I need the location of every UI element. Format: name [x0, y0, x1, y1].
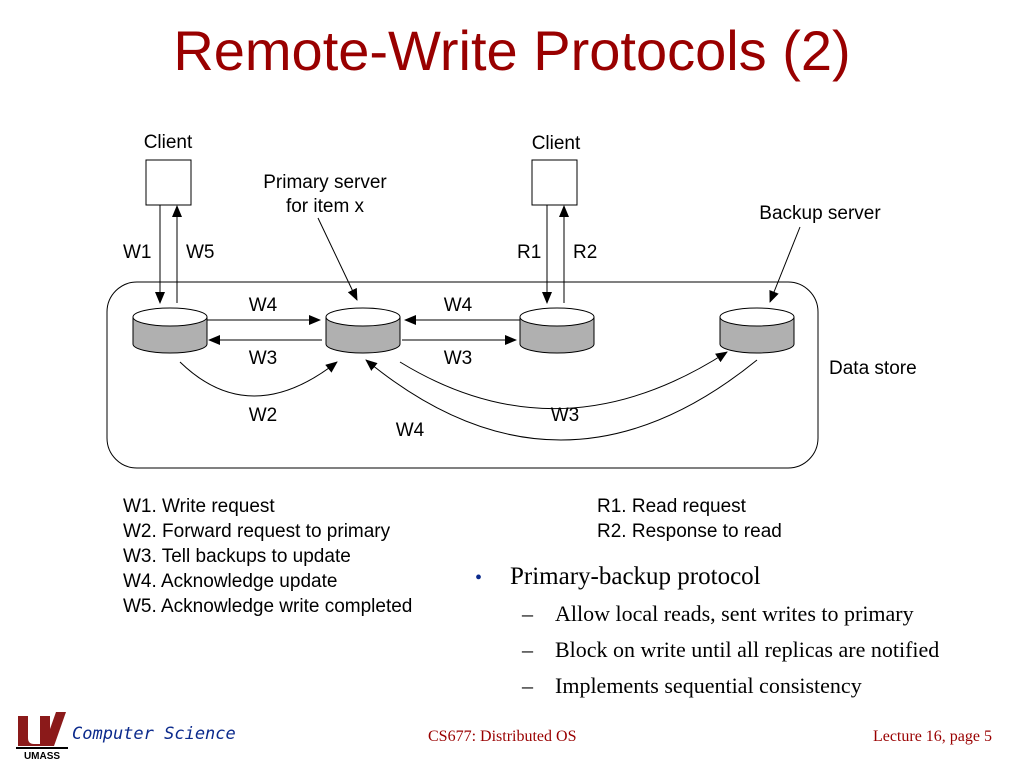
bullet-sub: – Block on write until all replicas are … — [522, 637, 939, 663]
client-left-box — [145, 159, 192, 206]
data-store-boundary — [106, 281, 819, 469]
footer-department: Computer Science — [72, 724, 236, 744]
logo-text: UMASS — [24, 751, 60, 762]
bullet-main: • Primary-backup protocol — [475, 563, 939, 591]
edge-label-w4-left: W4 — [249, 295, 278, 316]
bullet-list: • Primary-backup protocol – Allow local … — [475, 563, 939, 699]
edge-label-w1: W1 — [123, 242, 152, 263]
client-left-label: Client — [144, 132, 193, 153]
bullet-sub-text: Allow local reads, sent writes to primar… — [555, 601, 914, 626]
edge-label-r1: R1 — [517, 242, 541, 263]
footer-page-number: Lecture 16, page 5 — [872, 728, 992, 745]
bullet-sub-text: Implements sequential consistency — [555, 673, 862, 698]
arrow-w3-far — [399, 351, 728, 409]
primary-server-label-2: for item x — [286, 196, 365, 217]
edge-label-w4-right: W4 — [444, 295, 473, 316]
client-right-label: Client — [532, 133, 581, 154]
edge-label-w5: W5 — [186, 242, 215, 263]
arrow-w4-far — [365, 359, 758, 441]
data-store-label: Data store — [829, 358, 917, 379]
write-legend: W1. Write request W2. Forward request to… — [123, 494, 412, 619]
arrow-w2 — [179, 361, 338, 397]
bullet-sub: – Allow local reads, sent writes to prim… — [522, 601, 939, 627]
bullet-main-text: Primary-backup protocol — [510, 563, 761, 590]
protocol-diagram: Client Client Primary server for item x … — [106, 132, 917, 469]
legend-item: W1. Write request — [123, 496, 275, 517]
sub-bullet-marker: – — [522, 601, 533, 626]
edge-label-w4-far: W4 — [396, 420, 425, 441]
database-icon-left — [132, 307, 208, 354]
backup-pointer — [769, 226, 801, 303]
edge-label-w3-far: W3 — [551, 405, 580, 426]
umass-logo: UMASS — [16, 712, 68, 762]
primary-server-label-1: Primary server — [263, 172, 387, 193]
legend-item: R1. Read request — [597, 496, 746, 517]
legend-item: W4. Acknowledge update — [123, 571, 338, 592]
edge-label-w2: W2 — [249, 405, 278, 426]
slide-title: Remote-Write Protocols (2) — [173, 19, 851, 82]
edge-label-w3-left: W3 — [249, 348, 278, 369]
bullet-sub-text: Block on write until all replicas are no… — [555, 637, 940, 662]
sub-bullet-marker: – — [522, 637, 533, 662]
legend-item: W2. Forward request to primary — [123, 521, 391, 542]
backup-server-label: Backup server — [759, 203, 881, 224]
database-icon-backup — [719, 307, 795, 354]
edge-label-w3-right: W3 — [444, 348, 473, 369]
database-icon-right — [519, 307, 595, 354]
database-icon-primary — [325, 307, 401, 354]
bullet-marker: • — [475, 567, 483, 589]
primary-pointer — [317, 217, 358, 301]
legend-item: W5. Acknowledge write completed — [123, 596, 413, 617]
bullet-sub: – Implements sequential consistency — [522, 673, 939, 699]
legend-item: W3. Tell backups to update — [123, 546, 351, 567]
footer-course: CS677: Distributed OS — [428, 728, 577, 745]
sub-bullet-marker: – — [522, 673, 533, 698]
read-legend: R1. Read request R2. Response to read — [597, 494, 782, 544]
client-right-box — [531, 159, 578, 206]
edge-label-r2: R2 — [573, 242, 597, 263]
legend-item: R2. Response to read — [597, 521, 782, 542]
